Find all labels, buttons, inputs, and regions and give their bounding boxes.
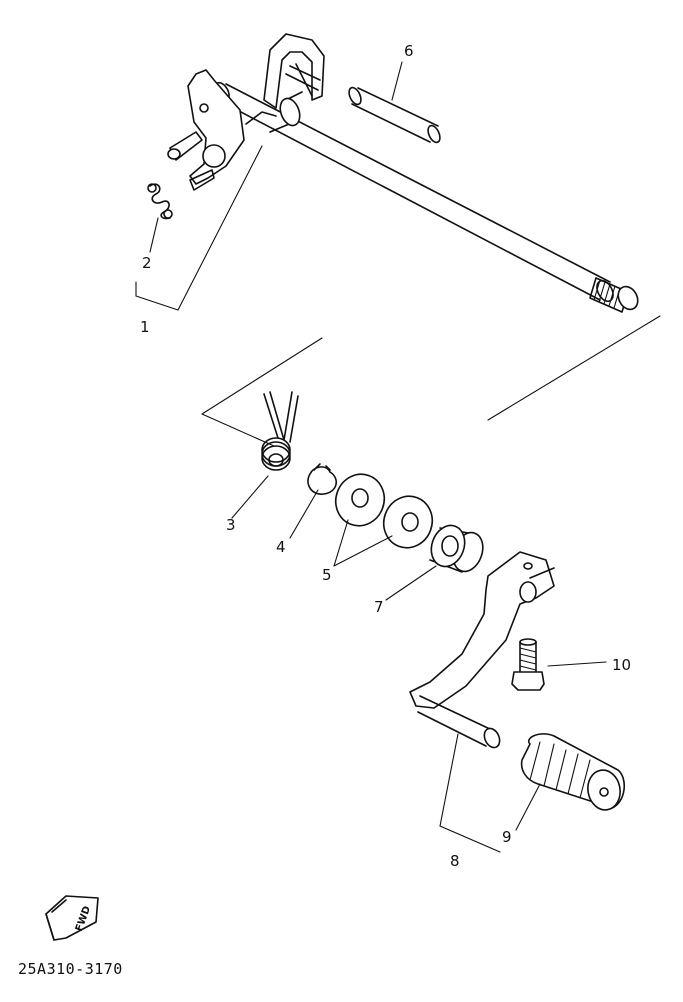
footpeg-rubber-part-9 <box>520 733 625 811</box>
callout-4: 4 <box>276 538 286 556</box>
axis-reference-outline <box>201 315 661 447</box>
callout-5: 5 <box>322 566 332 584</box>
washer-part-5b <box>382 495 434 549</box>
shift-shaft-assembly <box>167 33 639 313</box>
circlip-part-4 <box>307 463 337 495</box>
seal-part-7 <box>429 524 484 573</box>
callout-10: 10 <box>612 656 631 674</box>
leader-lines <box>231 61 607 853</box>
callout-8: 8 <box>450 852 460 870</box>
pin-part-6 <box>348 86 441 144</box>
washer-part-5a <box>334 473 386 527</box>
bolt-part-10 <box>511 638 545 691</box>
callout-6: 6 <box>404 42 414 60</box>
shaft-spline-end <box>589 277 639 313</box>
torsion-spring-part-3 <box>261 391 299 471</box>
callout-2: 2 <box>142 254 152 272</box>
callout-9: 9 <box>502 828 512 846</box>
diagram-code: 25A310-3170 <box>18 960 123 978</box>
leader-line-2 <box>149 217 159 253</box>
forward-arrow-icon: FWD <box>45 895 99 941</box>
spring-part-2 <box>147 183 173 220</box>
callout-1-bracket <box>135 145 263 311</box>
shift-pedal-part-8 <box>409 551 555 749</box>
callout-7: 7 <box>374 598 384 616</box>
callout-3: 3 <box>226 516 236 534</box>
callout-1: 1 <box>140 318 150 336</box>
